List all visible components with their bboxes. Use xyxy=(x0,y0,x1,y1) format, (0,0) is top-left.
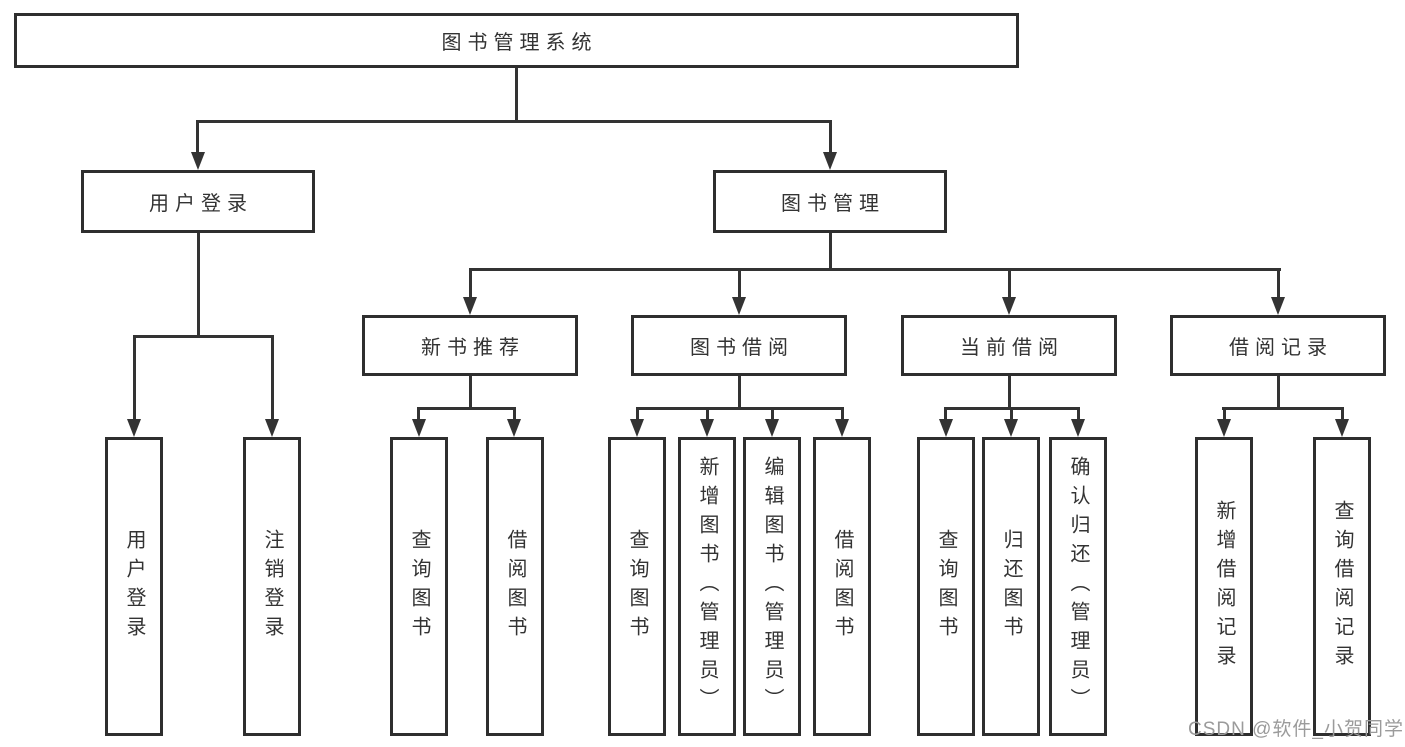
connector-root-stem xyxy=(515,68,518,121)
leaf-user-login: 用户登录 xyxy=(105,437,163,736)
connector-drop xyxy=(1341,407,1344,419)
arrowhead-down-icon xyxy=(1217,419,1231,437)
node-book-borrowing: 图书借阅 xyxy=(631,315,847,376)
connector-drop xyxy=(417,407,420,419)
node-label: 借阅图书 xyxy=(504,528,526,645)
node-current-borrowing: 当前借阅 xyxy=(901,315,1117,376)
connector-drop xyxy=(1277,268,1280,297)
connector-drop xyxy=(829,120,832,154)
node-label: 图书管理 xyxy=(781,193,885,215)
node-label: 查询图书 xyxy=(935,528,957,645)
leaf-borrow-books-borrowing: 借阅图书 xyxy=(813,437,871,736)
arrowhead-down-icon xyxy=(507,419,521,437)
arrowhead-down-icon xyxy=(463,297,477,315)
arrowhead-down-icon xyxy=(835,419,849,437)
connector-root-rail xyxy=(196,120,832,123)
connector-recommend-rail xyxy=(417,407,516,410)
arrowhead-down-icon xyxy=(939,419,953,437)
node-label: 注销登录 xyxy=(261,528,283,645)
node-label: 新增图书（管理员） xyxy=(696,456,718,717)
connector-borrowing-rail xyxy=(636,407,843,410)
leaf-borrow-books-recommend: 借阅图书 xyxy=(486,437,544,736)
node-label: 图书借阅 xyxy=(690,337,794,359)
leaf-edit-books-admin: 编辑图书（管理员） xyxy=(743,437,801,736)
arrowhead-down-icon xyxy=(1271,297,1285,315)
connector-recommend-stem xyxy=(469,376,472,407)
connector-drop xyxy=(841,407,844,419)
node-label: 查询借阅记录 xyxy=(1331,499,1353,674)
connector-drop xyxy=(271,335,274,419)
connector-current-stem xyxy=(1008,376,1011,407)
leaf-return-books: 归还图书 xyxy=(982,437,1040,736)
node-user-login: 用户登录 xyxy=(81,170,315,233)
node-label: 查询图书 xyxy=(626,528,648,645)
arrowhead-down-icon xyxy=(732,297,746,315)
node-label: 用户登录 xyxy=(149,193,253,215)
node-label: 借阅图书 xyxy=(831,528,853,645)
connector-user-login-stem xyxy=(197,233,200,335)
leaf-query-borrow-record: 查询借阅记录 xyxy=(1313,437,1371,736)
leaf-query-books-recommend: 查询图书 xyxy=(390,437,448,736)
node-new-book-recommend: 新书推荐 xyxy=(362,315,578,376)
connector-drop xyxy=(944,407,947,419)
leaf-add-borrow-record: 新增借阅记录 xyxy=(1195,437,1253,736)
node-label: 新增借阅记录 xyxy=(1213,499,1235,674)
connector-drop xyxy=(196,120,199,154)
node-label: 编辑图书（管理员） xyxy=(761,456,783,717)
connector-records-stem xyxy=(1277,376,1280,407)
connector-drop xyxy=(636,407,639,419)
connector-drop xyxy=(738,268,741,297)
leaf-query-books-borrowing: 查询图书 xyxy=(608,437,666,736)
leaf-confirm-return-admin: 确认归还（管理员） xyxy=(1049,437,1107,736)
arrowhead-down-icon xyxy=(265,419,279,437)
arrowhead-down-icon xyxy=(127,419,141,437)
node-label: 用户登录 xyxy=(123,528,145,645)
leaf-logout: 注销登录 xyxy=(243,437,301,736)
connector-drop xyxy=(706,407,709,419)
node-borrowing-records: 借阅记录 xyxy=(1170,315,1386,376)
arrowhead-down-icon xyxy=(1071,419,1085,437)
node-label: 新书推荐 xyxy=(421,337,525,359)
node-label: 借阅记录 xyxy=(1229,337,1333,359)
arrowhead-down-icon xyxy=(630,419,644,437)
arrowhead-down-icon xyxy=(1002,297,1016,315)
connector-drop xyxy=(1077,407,1080,419)
node-label: 图书管理系统 xyxy=(441,32,598,54)
leaf-add-books-admin: 新增图书（管理员） xyxy=(678,437,736,736)
arrowhead-down-icon xyxy=(412,419,426,437)
arrowhead-down-icon xyxy=(700,419,714,437)
watermark: CSDN @软件_小贺同学 xyxy=(1188,719,1404,740)
arrowhead-down-icon xyxy=(1004,419,1018,437)
connector-drop xyxy=(513,407,516,419)
node-book-management-system: 图书管理系统 xyxy=(14,13,1019,68)
connector-drop xyxy=(469,268,472,297)
arrowhead-down-icon xyxy=(1335,419,1349,437)
leaf-query-books-current: 查询图书 xyxy=(917,437,975,736)
connector-records-rail xyxy=(1222,407,1344,410)
node-label: 查询图书 xyxy=(408,528,430,645)
node-book-management: 图书管理 xyxy=(713,170,947,233)
arrowhead-down-icon xyxy=(823,152,837,170)
node-label: 确认归还（管理员） xyxy=(1067,456,1089,717)
connector-borrowing-stem xyxy=(738,376,741,407)
connector-drop xyxy=(1008,268,1011,297)
connector-drop xyxy=(133,335,136,419)
node-label: 当前借阅 xyxy=(960,337,1064,359)
connector-user-login-rail xyxy=(133,335,274,338)
connector-drop xyxy=(1223,407,1226,419)
arrowhead-down-icon xyxy=(191,152,205,170)
connector-drop xyxy=(771,407,774,419)
connector-drop xyxy=(1010,407,1013,419)
node-label: 归还图书 xyxy=(1000,528,1022,645)
connector-book-mgmt-stem xyxy=(829,233,832,268)
arrowhead-down-icon xyxy=(765,419,779,437)
connector-book-mgmt-rail xyxy=(469,268,1281,271)
